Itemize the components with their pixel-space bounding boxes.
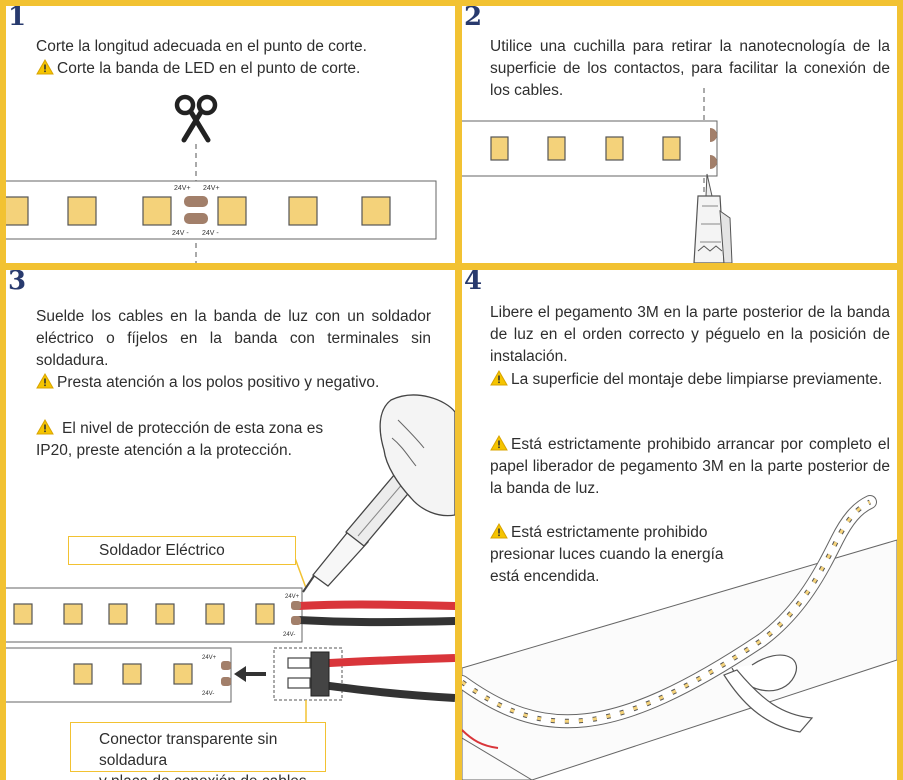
step-4-warning-1: La superficie del montaje debe limpiarse… <box>490 369 890 391</box>
step-4-illustration <box>462 495 897 780</box>
step-4-warning-3: Está estrictamente prohibido presionar l… <box>490 522 780 588</box>
step-3-illustration: 24V+ 24V- 24V+ 24V- <box>6 394 455 722</box>
pad-label: 24V+ <box>285 594 300 600</box>
soldering-iron-callout: Soldador Eléctrico <box>68 536 296 565</box>
red-wire <box>313 654 455 668</box>
led-chips <box>490 136 681 161</box>
led-strip <box>462 120 718 177</box>
black-wire <box>294 616 455 627</box>
step-1-panel: 1 Corte la longitud adecuada en el punto… <box>6 6 455 263</box>
step-4-warning-3-line-2: presionar luces cuando la energía <box>490 546 724 563</box>
warning-icon <box>36 419 54 435</box>
warning-icon <box>490 435 508 451</box>
utility-knife-icon <box>693 173 733 263</box>
led-chip <box>73 663 93 685</box>
step-4-warning-1-text: La superficie del montaje debe limpiarse… <box>511 371 883 388</box>
step-1-warning-text: Corte la banda de LED en el punto de cor… <box>57 60 361 77</box>
red-wire <box>294 600 455 610</box>
step-2-number: 2 <box>464 6 483 32</box>
solder-pad <box>291 616 301 625</box>
connector-callout-line-2: y placa de conexión de cables. <box>99 771 325 780</box>
led-chip <box>605 136 624 161</box>
led-chip <box>122 663 142 685</box>
step-4-warning-2: Está estrictamente prohibido arrancar po… <box>490 434 890 500</box>
led-chips <box>6 196 391 226</box>
connector-callout: Conector transparente sin soldadura y pl… <box>70 722 326 780</box>
led-strip <box>6 587 303 643</box>
led-chip <box>490 136 509 161</box>
warning-icon <box>490 523 508 539</box>
step-4-warning-2-text: Está estrictamente prohibido arrancar po… <box>490 436 890 497</box>
step-1-warning: Corte la banda de LED en el punto de cor… <box>36 58 446 80</box>
led-chip <box>205 603 225 625</box>
led-chip <box>547 136 566 161</box>
led-chip <box>173 663 193 685</box>
step-3-warning-1: Presta atención a los polos positivo y n… <box>36 372 455 394</box>
connector-callout-line-1: Conector transparente sin soldadura <box>99 731 278 769</box>
solder-pad <box>184 196 208 207</box>
led-chip <box>217 196 247 226</box>
step-4-warning-3-line-1: Está estrictamente prohibido <box>490 522 780 544</box>
led-chip <box>6 196 29 226</box>
led-chip <box>67 196 97 226</box>
warning-icon <box>36 59 54 75</box>
led-chip <box>288 196 318 226</box>
warning-icon <box>490 370 508 386</box>
solder-pad <box>291 601 301 610</box>
step-3-warning-2-text: El nivel de protección de esta zona es I… <box>36 420 324 459</box>
step-4-panel: 4 Libere el pegamento 3M en la parte pos… <box>462 270 897 780</box>
led-chip <box>662 136 681 161</box>
pad-label: 24V- <box>283 632 295 638</box>
led-strip <box>6 647 232 703</box>
led-chip <box>255 603 275 625</box>
solder-pad <box>221 677 231 686</box>
pad-label: 24V+ <box>203 185 220 192</box>
led-chip <box>142 196 172 226</box>
connector-icon <box>273 647 455 702</box>
pad-label: 24V- <box>202 691 214 697</box>
led-chip <box>155 603 175 625</box>
led-chip <box>361 196 391 226</box>
step-1-illustration: 24V+ 24V+ 24V - 24V - <box>6 94 437 263</box>
step-1-number: 1 <box>8 6 27 32</box>
step-4-number: 4 <box>464 270 483 296</box>
solder-pad <box>184 213 208 224</box>
arrow-left-icon <box>234 666 266 682</box>
pad-label: 24V+ <box>202 655 217 661</box>
step-2-panel: 2 Utilice una cuchilla para retirar la n… <box>462 6 897 263</box>
pad-label: 24V - <box>172 230 189 237</box>
pad-label: 24V - <box>202 230 219 237</box>
led-chips <box>73 663 193 685</box>
step-4-warning-3-line-3: está encendida. <box>490 568 600 585</box>
step-2-illustration <box>462 88 733 263</box>
step-4-text: Libere el pegamento 3M en la parte poste… <box>490 304 890 365</box>
led-chip <box>63 603 83 625</box>
led-chip <box>108 603 128 625</box>
release-paper-icon <box>723 654 814 733</box>
step-3-number: 3 <box>8 270 27 296</box>
step-3-warning-1-text: Presta atención a los polos positivo y n… <box>57 374 380 391</box>
step-2-text: Utilice una cuchilla para retirar la nan… <box>490 38 890 99</box>
warning-icon <box>36 373 54 389</box>
solder-pad <box>710 155 717 169</box>
step-4-warning-3-text-1: Está estrictamente prohibido <box>511 524 708 541</box>
led-chip <box>13 603 33 625</box>
step-3-warning-2: El nivel de protección de esta zona es I… <box>36 418 336 462</box>
led-chips <box>13 603 275 625</box>
solder-pad <box>710 128 717 142</box>
scissors-icon <box>174 94 218 143</box>
step-3-panel: 3 Suelde los cables en la banda de luz c… <box>6 270 455 780</box>
hand-icon <box>379 394 455 517</box>
pad-label: 24V+ <box>174 185 191 192</box>
step-1-text: Corte la longitud adecuada en el punto d… <box>36 36 446 80</box>
step-1-instruction: Corte la longitud adecuada en el punto d… <box>36 38 367 55</box>
step-3-text: Suelde los cables en la banda de luz con… <box>36 308 431 369</box>
red-wire <box>462 729 499 749</box>
solder-pad <box>221 661 231 670</box>
